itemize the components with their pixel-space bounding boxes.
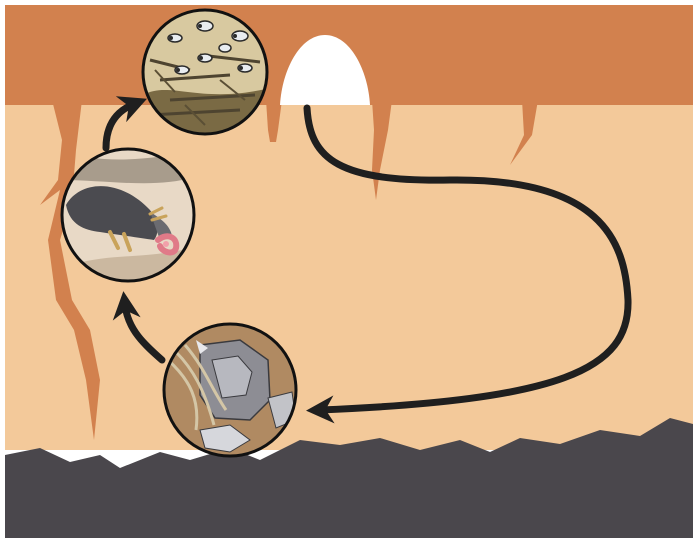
soil-cycle-diagram <box>0 0 694 543</box>
diagram-canvas <box>0 0 694 543</box>
